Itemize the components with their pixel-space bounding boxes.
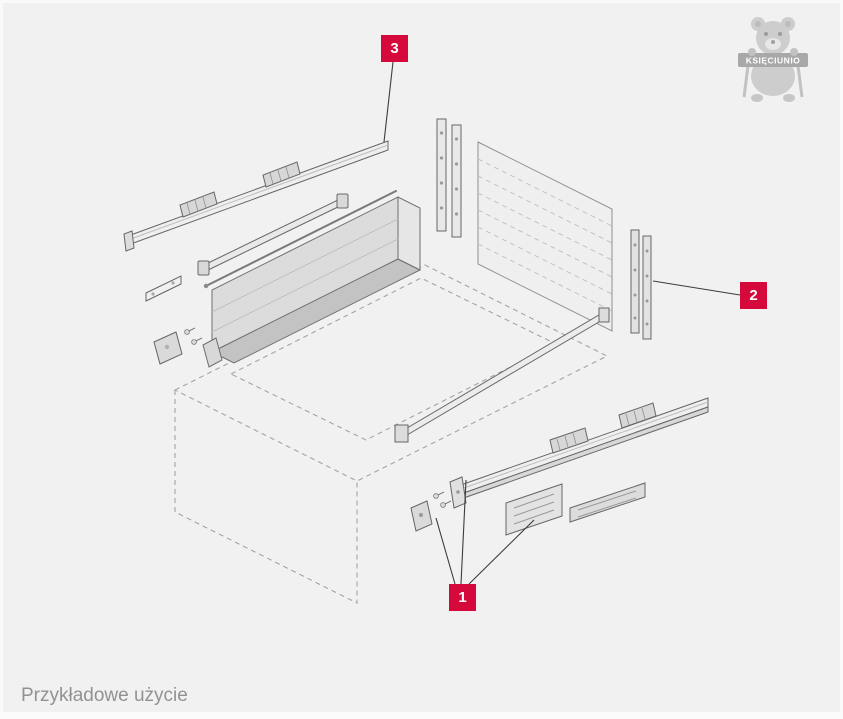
gallery-rail-left: [197, 193, 349, 276]
callout-2: 2: [740, 282, 767, 309]
drawer-slide-right: [449, 397, 709, 509]
caption: Przykładowe użycie: [21, 685, 188, 706]
rear-bracket-right: [630, 229, 652, 340]
gallery-rail-front: [394, 307, 610, 443]
callout-3: 3: [381, 35, 408, 62]
callout-leader-lines: [383, 61, 741, 585]
locking-device: [505, 482, 646, 536]
brand-bear-logo: KSIĘCIUNIO: [738, 17, 808, 102]
cover-plate: [145, 275, 182, 302]
page-margin: [0, 712, 843, 719]
drawer-slide-left: [123, 140, 389, 252]
drawer-panel-center: [202, 190, 422, 368]
rear-panel: [477, 141, 613, 332]
front-bracket-left: [153, 331, 183, 365]
screws-left: [184, 327, 203, 345]
front-bracket-right: [410, 500, 433, 532]
screws-right: [433, 491, 452, 508]
rear-brackets: [436, 118, 462, 238]
callout-1: 1: [449, 584, 476, 611]
brand-text: KSIĘCIUNIO: [746, 56, 801, 66]
